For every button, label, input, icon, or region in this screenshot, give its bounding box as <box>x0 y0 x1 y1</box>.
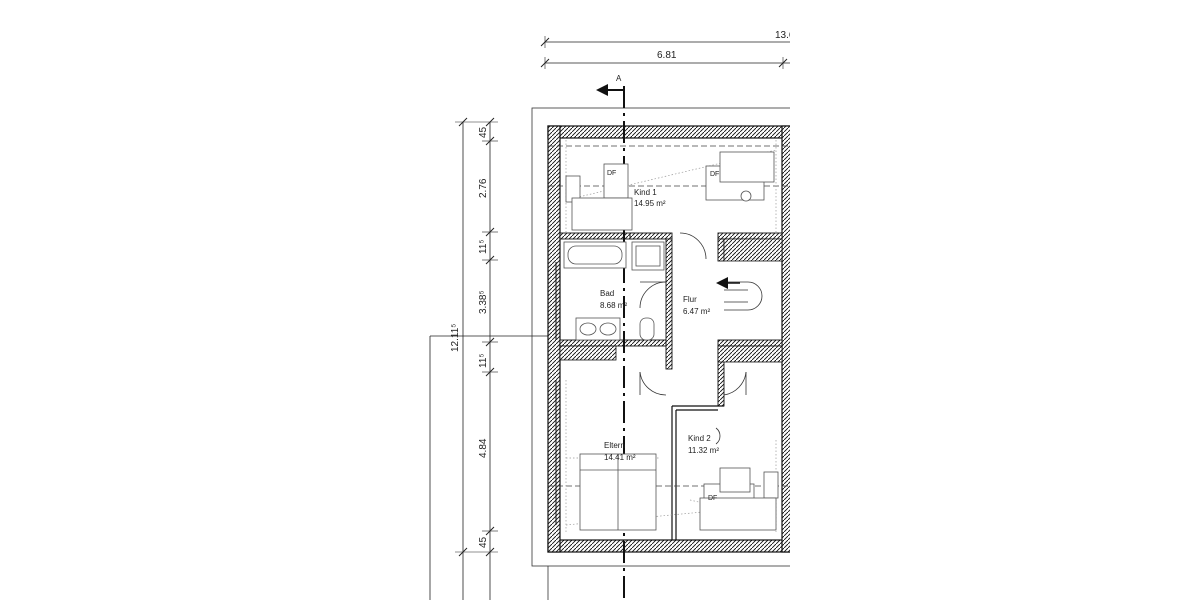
overall-height-label: 12.11⁵ <box>450 324 461 352</box>
toilet <box>639 317 655 341</box>
room-name: Flur <box>683 295 697 304</box>
segment-label: 45 <box>478 536 489 548</box>
room-label-kind-2: Kind 2 11.32 m² <box>688 434 719 455</box>
room-name: Eltern <box>604 441 625 450</box>
room-name: Kind 1 <box>634 188 657 197</box>
room-area: 11.32 m² <box>688 446 719 455</box>
segment-label: 11⁵ <box>478 239 489 254</box>
window-label: DF <box>607 170 616 177</box>
room-area: 14.95 m² <box>634 199 666 208</box>
room-name: Bad <box>600 289 614 298</box>
room-area: 14.41 m² <box>604 453 636 462</box>
roof-outline <box>531 107 790 567</box>
room-label-bad: Bad 8.68 m² <box>600 289 627 310</box>
stair <box>724 281 763 311</box>
segment-label: 2.76 <box>478 178 489 198</box>
half-width-label: 6.81 <box>657 50 677 61</box>
interior-walls <box>555 232 783 540</box>
overall-width-label: 13.6 <box>775 30 795 41</box>
top-dimensions: 13.6 6.81 <box>540 30 795 69</box>
furniture <box>559 151 783 531</box>
exterior-walls <box>547 125 790 553</box>
stair-wall <box>723 238 783 262</box>
left-dimensions: 12.11⁵ 45 2.76 11⁵ 3.38⁵ 11⁵ 4.84 45 <box>429 117 560 600</box>
segment-label: 11⁵ <box>478 353 489 368</box>
window-df <box>603 163 629 199</box>
room-label-kind-1: Kind 1 14.95 m² <box>634 188 666 208</box>
room-area: 8.68 m² <box>600 301 627 310</box>
room-area: 6.47 m² <box>683 307 710 316</box>
room-name: Kind 2 <box>688 434 711 443</box>
segment-label: 45 <box>478 126 489 138</box>
room-label-eltern: Eltern 14.41 m² <box>604 441 636 462</box>
room-label-flur: Flur 6.47 m² <box>683 295 710 316</box>
segment-label: 4.84 <box>478 438 489 458</box>
segment-label: 3.38⁵ <box>478 290 489 314</box>
window-label: DF <box>710 171 719 178</box>
section-marker-label: A <box>616 74 622 83</box>
window-label: DF <box>708 495 717 502</box>
